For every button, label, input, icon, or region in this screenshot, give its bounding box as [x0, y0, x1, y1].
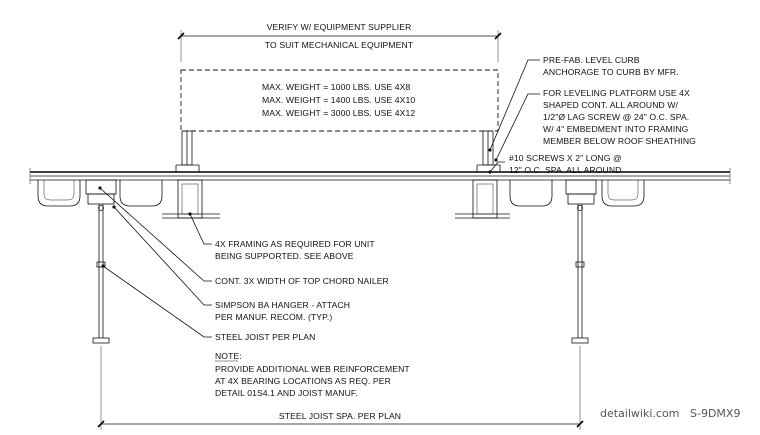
- callout-nailer: CONT. 3X WIDTH OF TOP CHORD NAILER: [215, 276, 389, 286]
- callout-platform-4: W/ 4" EMBEDMENT INTO FRAMING: [543, 124, 689, 134]
- callout-hanger-2: PER MANUF. RECOM. (TYP.): [215, 312, 332, 322]
- note-line-1: PROVIDE ADDITIONAL WEB REINFORCEMENT: [215, 364, 410, 374]
- callout-platform-3: 1/2"Ø LAG SCREW @ 24" O.C. SPA.: [543, 112, 689, 122]
- callout-leaders-left: [98, 186, 212, 338]
- callout-platform-1: FOR LEVELING PLATFORM USE 4X: [543, 88, 690, 98]
- callout-curb-1: PRE-FAB. LEVEL CURB: [543, 55, 640, 65]
- watermark-site: detailwiki.com: [600, 407, 679, 420]
- bottom-dimension: [97, 346, 584, 430]
- callout-screws-2: 12" O.C. SPA. ALL AROUND: [509, 165, 621, 175]
- steel-joist-left: [92, 204, 110, 344]
- prefab-curb-right: [477, 130, 500, 166]
- callout-curb-2: ANCHORAGE TO CURB BY MFR.: [543, 67, 679, 77]
- note-line-2: AT 4X BEARING LOCATIONS AS REQ. PER: [215, 376, 391, 386]
- top-dimension: [177, 30, 502, 62]
- callout-framing-1: 4X FRAMING AS REQUIRED FOR UNIT: [215, 239, 375, 249]
- weight-line-2: MAX. WEIGHT = 1400 LBS. USE 4X10: [262, 95, 415, 105]
- callout-screws-1: #10 SCREWS X 2" LONG @: [509, 153, 622, 163]
- watermark-code: S-9DMX9: [690, 407, 740, 420]
- weight-line-3: MAX. WEIGHT = 3000 LBS. USE 4X12: [262, 108, 415, 118]
- callout-leaders-right: [488, 59, 540, 174]
- callout-platform-5: MEMBER BELOW ROOF SHEATHING: [543, 136, 696, 146]
- callout-framing-2: BEING SUPPORTED. SEE ABOVE: [215, 251, 354, 261]
- dim-text-verify: VERIFY W/ EQUIPMENT SUPPLIER: [267, 22, 412, 32]
- mechanical-unit-outline: [180, 69, 499, 132]
- note-line-3: DETAIL 01S4.1 AND JOIST MANUF.: [215, 388, 358, 398]
- roof-sheathing: [29, 168, 731, 184]
- dim-text-suit: TO SUIT MECHANICAL EQUIPMENT: [265, 40, 414, 50]
- left-framing: [37, 179, 220, 219]
- callout-joist: STEEL JOIST PER PLAN: [215, 332, 315, 342]
- weight-line-1: MAX. WEIGHT = 1000 LBS. USE 4X8: [262, 82, 410, 92]
- right-framing: [455, 179, 645, 219]
- callout-platform-2: SHAPED CONT. ALL AROUND W/: [543, 100, 679, 110]
- dim-text-joist-spacing: STEEL JOIST SPA. PER PLAN: [279, 411, 401, 421]
- leveling-platform: [175, 165, 501, 172]
- note-title: NOTE:: [215, 351, 242, 361]
- prefab-curb-left: [176, 130, 199, 166]
- callout-hanger-1: SIMPSON BA HANGER - ATTACH: [215, 300, 350, 310]
- steel-joist-right: [571, 204, 589, 344]
